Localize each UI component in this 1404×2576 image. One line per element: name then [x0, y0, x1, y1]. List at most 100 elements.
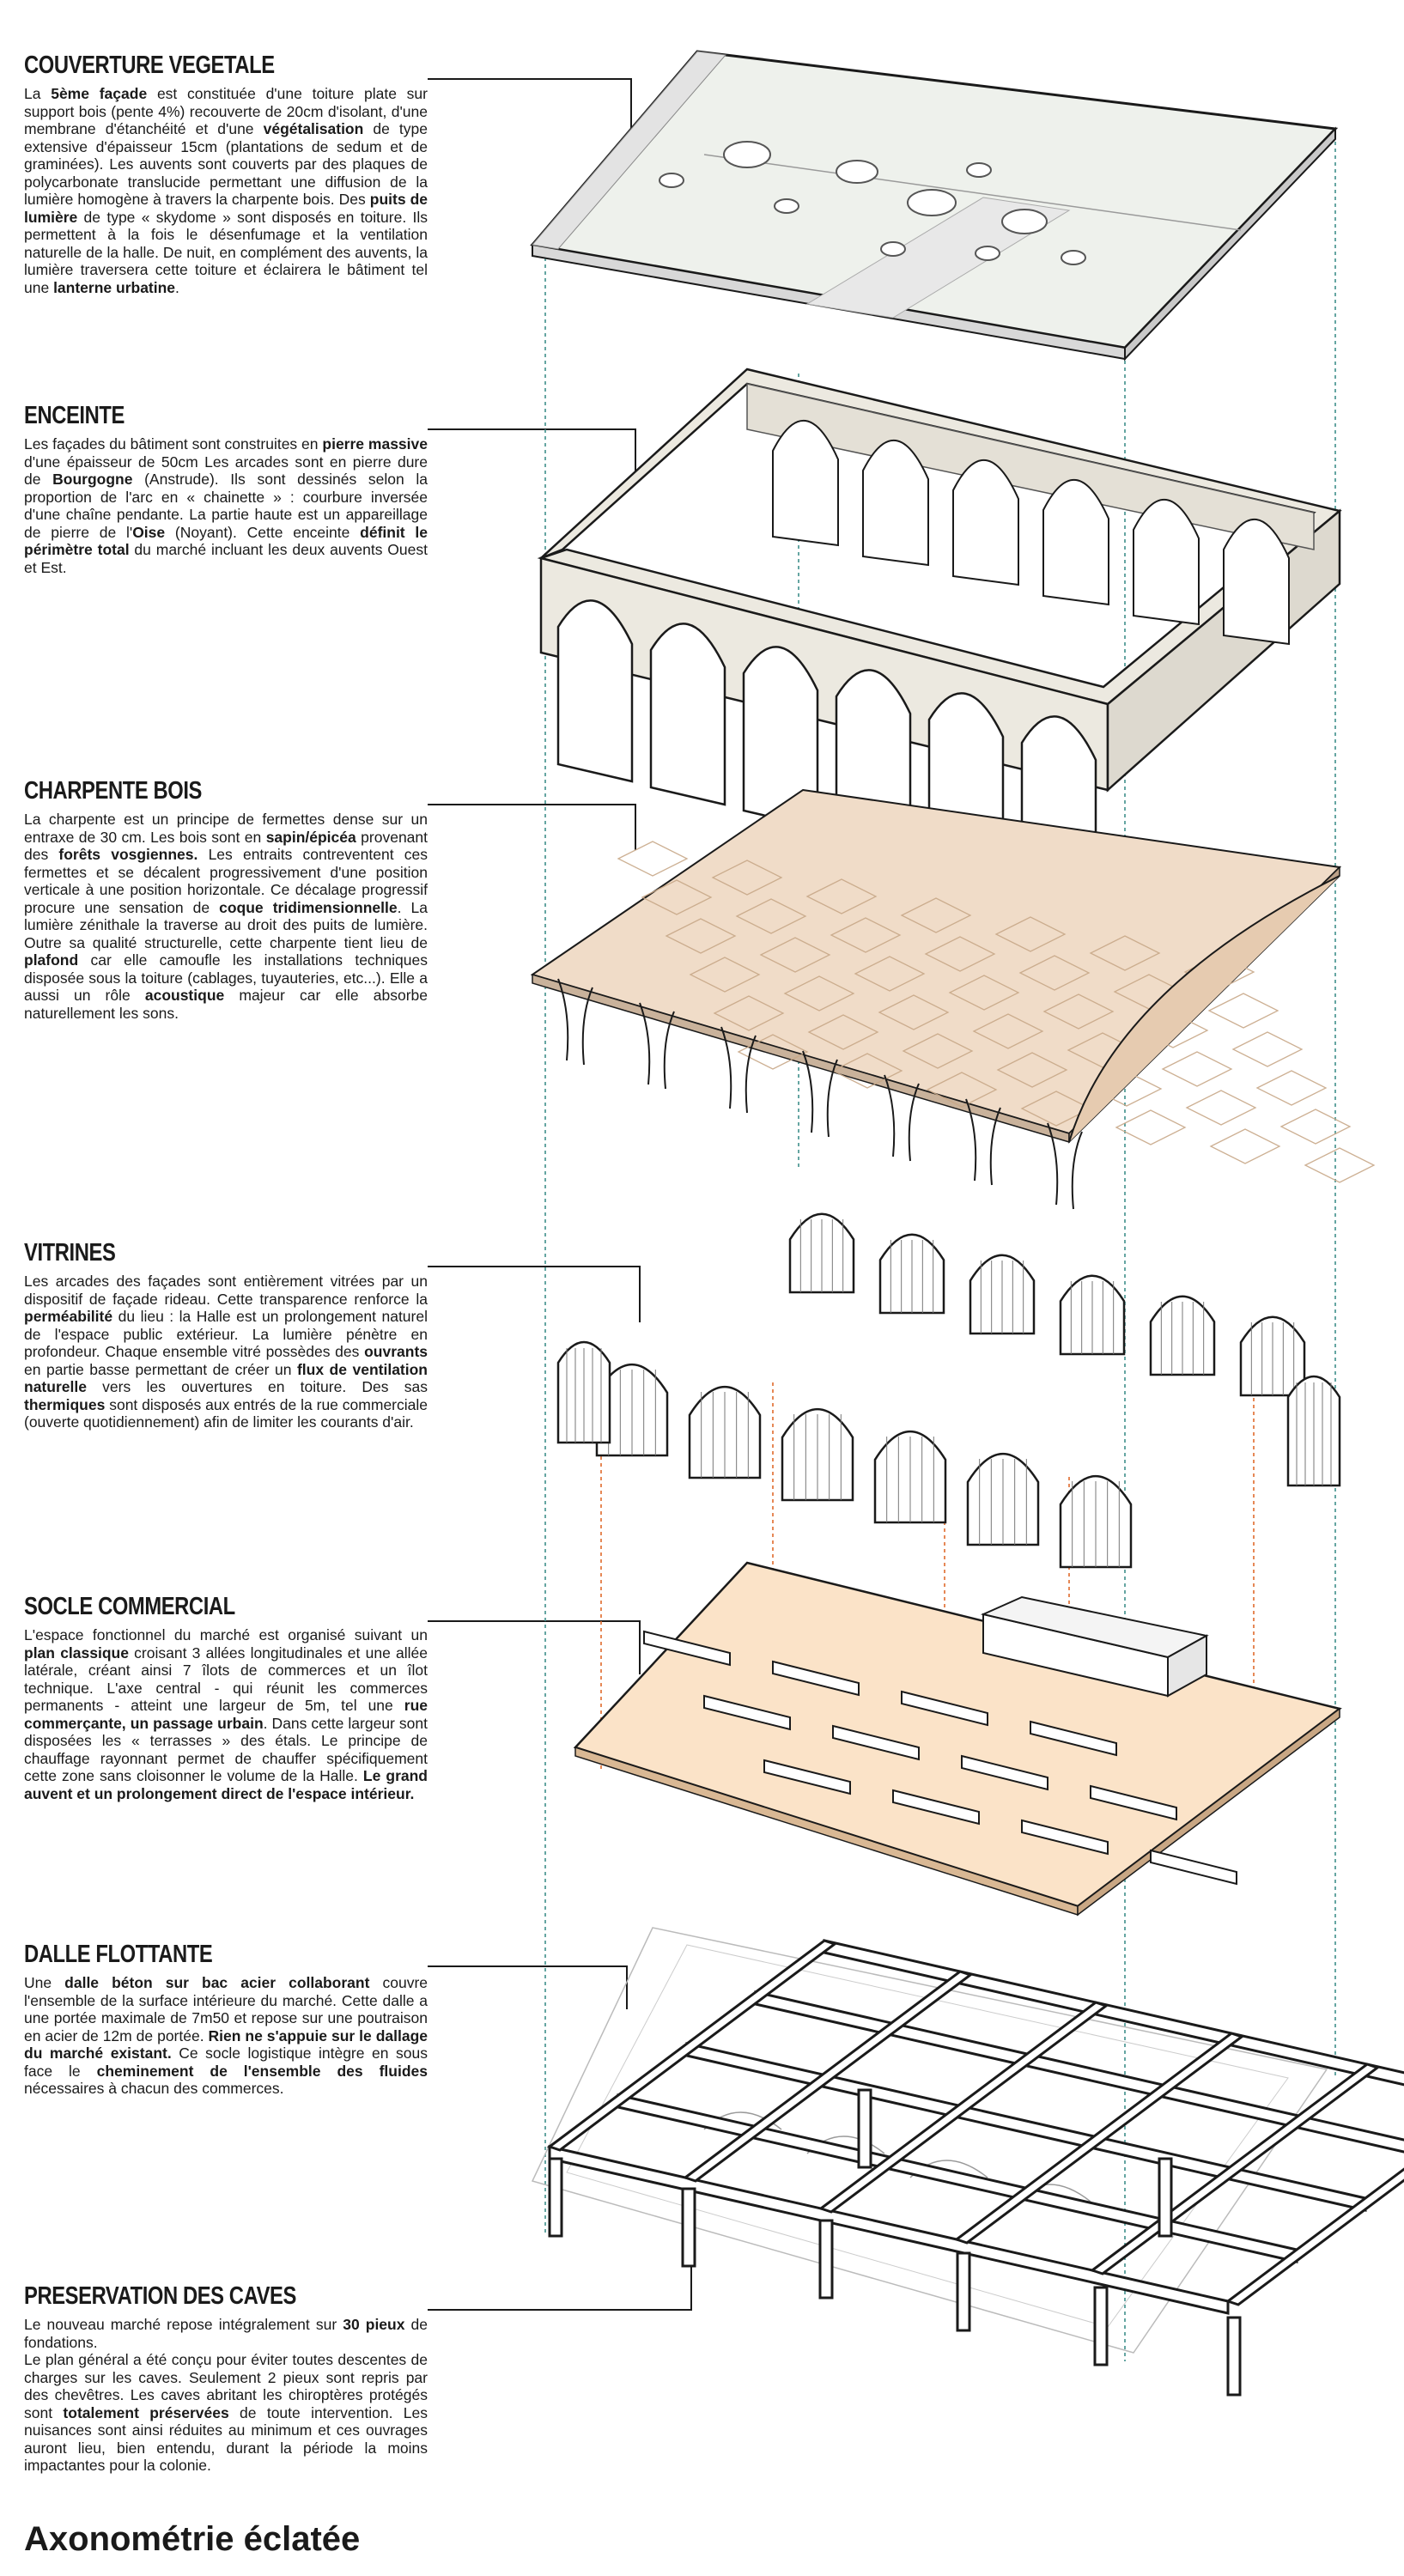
stone-arch-back — [1223, 519, 1290, 646]
bold-text-run: totalement préservées — [63, 2403, 229, 2421]
timber-truss-motif — [735, 898, 807, 934]
timber-truss-motif — [948, 975, 1020, 1011]
bold-text-run: sapin/épicéa — [265, 828, 356, 846]
timber-truss-motif — [805, 878, 878, 914]
glazed-arch — [556, 1340, 611, 1444]
text-run: sont disposés aux entrés de la rue comme… — [24, 1395, 428, 1431]
timber-leg — [965, 1098, 1001, 1186]
timber-truss-motif — [759, 937, 831, 973]
leader-line — [428, 1620, 641, 1674]
steel-beam — [682, 1970, 974, 2183]
text-run: du marché incluant les deux auvents Oues… — [24, 541, 428, 576]
section-title: VITRINES — [24, 1239, 116, 1267]
steel-beam — [548, 2145, 1230, 2315]
steel-column — [1093, 2286, 1109, 2366]
section-charpente-bois: CHARPENTE BOIS La charpente est un princi… — [24, 777, 428, 1022]
text-run: provenant des — [24, 828, 428, 864]
timber-truss-motif — [1018, 955, 1091, 991]
steel-beam — [546, 1939, 838, 2152]
section-title: PRESERVATION DES CAVES — [24, 2282, 296, 2310]
bold-text-run: forêts vosgiennes. — [58, 846, 198, 863]
timber-truss-motif — [900, 897, 972, 933]
steel-beam — [953, 2032, 1245, 2245]
stone-arch-back — [862, 440, 929, 567]
text-run: Les entraits contreventent ces fermettes… — [24, 846, 428, 916]
text-run: majeur car elle absorbe naturellement le… — [24, 987, 428, 1022]
timber-truss-motif — [1207, 993, 1279, 1029]
text-run: Les arcades des façades sont entièrement… — [24, 1273, 428, 1308]
timber-side-fan — [1068, 875, 1340, 1143]
stone-arch-back — [1042, 479, 1109, 606]
bold-text-run: coque tridimensionnelle — [219, 898, 398, 916]
text-run: de toute intervention. Les nuisances son… — [24, 2403, 428, 2475]
leader-line — [428, 1965, 628, 2009]
timber-truss-motif — [665, 918, 737, 954]
skylight — [1001, 209, 1048, 234]
stone-arch-back — [1133, 499, 1200, 626]
steel-beam — [817, 2001, 1109, 2214]
text-run: de type « skydome » sont disposés en toi… — [24, 208, 428, 296]
roof-canopy-east — [805, 197, 1071, 319]
stone-arch — [649, 623, 726, 806]
section-title: CHARPENTE BOIS — [24, 777, 202, 805]
timber-truss-motif — [1161, 1051, 1233, 1087]
floating-slab-drawing — [531, 1927, 1404, 2397]
glazed-arch — [781, 1407, 854, 1502]
bold-text-run: Le grand auvent et un prolongement direc… — [24, 1767, 428, 1802]
existing-site-outline — [531, 1927, 1328, 2354]
steel-column — [681, 2187, 696, 2268]
timber-truss-motif — [737, 1034, 809, 1070]
bold-text-run: Bourgogne — [52, 471, 133, 488]
timber-truss-motif — [902, 1033, 974, 1069]
text-run: . La lumière zénithale la traverse au dr… — [24, 898, 428, 951]
glazed-arch — [1059, 1474, 1133, 1569]
bold-text-run: 30 pieux — [343, 2316, 405, 2333]
bold-text-run: acoustique — [144, 987, 225, 1004]
bold-text-run: perméabilité — [24, 1308, 113, 1325]
text-run: vers les ouvertures en toiture. Des sas — [86, 1378, 428, 1395]
section-dalle-flottante: DALLE FLOTTANTE Une dalle béton sur bac a… — [24, 1941, 428, 2098]
skylight — [723, 141, 771, 168]
market-stall — [1150, 1849, 1237, 1886]
text-run: La — [24, 85, 52, 102]
floor-slab-side — [1077, 1707, 1340, 1917]
section-title: DALLE FLOTTANTE — [24, 1941, 213, 1968]
text-run: Les façades du bâtiment sont construites… — [24, 435, 323, 453]
glazed-arch — [969, 1254, 1036, 1335]
bold-text-run: Rien ne s'appuie sur le dallage du march… — [24, 2026, 428, 2063]
timber-leg — [1047, 1122, 1083, 1210]
timber-truss-motif — [1209, 1128, 1281, 1164]
market-stall — [772, 1660, 860, 1697]
section-body: L'espace fonctionnel du marché est organ… — [24, 1626, 428, 1802]
section-body: La charpente est un principe de fermette… — [24, 811, 428, 1022]
text-run: (Noyant). Cette enceinte — [165, 523, 361, 541]
timber-truss-motif — [1231, 1031, 1304, 1067]
timber-truss-motif — [854, 956, 926, 992]
timber-truss-motif — [878, 994, 950, 1030]
leader-line — [428, 78, 632, 129]
text-run: car elle camoufle les installations tech… — [24, 951, 428, 1004]
text-run: . — [175, 278, 179, 296]
section-body: Une dalle béton sur bac acier collaboran… — [24, 1974, 428, 2098]
text-run: de fondations. — [24, 2316, 428, 2351]
timber-leg — [639, 1002, 675, 1090]
skylight — [880, 241, 906, 257]
timber-truss-motif — [617, 841, 689, 877]
roof-layer-drawing — [530, 50, 1339, 361]
stone-arch — [742, 646, 819, 829]
bold-text-run: végétalisation — [263, 120, 364, 137]
skylight — [774, 198, 799, 214]
section-body: La 5ème façade est constituée d'une toit… — [24, 85, 428, 296]
floor-slab — [573, 1561, 1342, 1908]
timber-truss-motif — [924, 936, 996, 972]
glazed-arch — [788, 1212, 855, 1294]
steel-column — [548, 2157, 563, 2238]
stone-arch-back — [772, 420, 839, 547]
text-run: croisant 3 allées longitudinales et une … — [24, 1643, 428, 1715]
commercial-floor-drawing — [573, 1561, 1342, 1917]
leader-line — [428, 428, 636, 481]
bold-text-run: ouvrants — [364, 1343, 428, 1360]
market-stall — [832, 1724, 920, 1761]
timber-frame-drawing — [530, 788, 1376, 1210]
